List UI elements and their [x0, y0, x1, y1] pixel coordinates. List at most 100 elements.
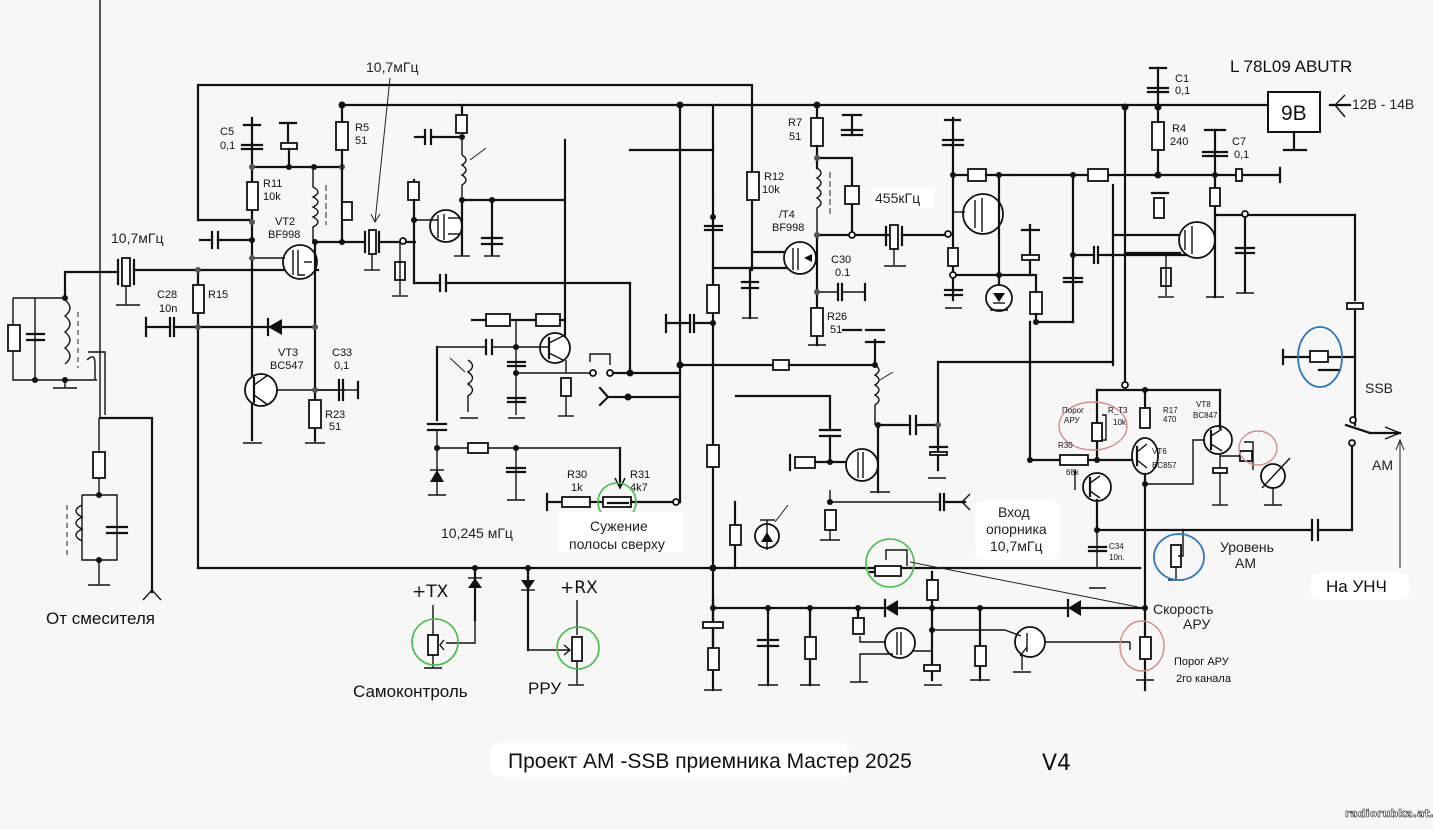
c5-value: 0,1 [220, 140, 235, 152]
vt4-ref: /T4 [779, 209, 795, 221]
from-mixer-label: От смесителя [46, 609, 155, 628]
mixer-mosfet-stage [407, 103, 632, 293]
tx-supply-label: +TX [412, 582, 449, 602]
agc2-label-line1: Порог АРУ [1174, 656, 1230, 668]
r15-resistor [192, 284, 205, 314]
agc-speed-label-line1: Скорость [1153, 601, 1213, 617]
agc-threshold-small-label1: Порог [1062, 406, 1084, 415]
r15-c28-group: R15 C28 10n [144, 267, 318, 570]
local-oscillator: 10,245 мГц [426, 138, 682, 541]
vt3-ref: VT3 [278, 347, 298, 359]
r11-ref: R11 [263, 178, 282, 190]
vt2-ref: VT2 [275, 216, 295, 228]
r12-resistor [746, 171, 760, 201]
filter1-freq-label: 10,7мГц [111, 230, 163, 246]
bandwidth-control: R30 1k R31 4k7 Сужение полосы сверху [545, 469, 683, 552]
r11-value: 10k [263, 191, 281, 203]
reference-input-label-line1: Вход [998, 504, 1030, 520]
c1-r4-group: C1 0,1 R4 240 C7 0,1 [1008, 66, 1282, 184]
c5-ref: C5 [220, 126, 234, 138]
detector-stage: SSB АМ На УНЧ [1111, 105, 1410, 600]
regulator-box [1267, 91, 1321, 133]
gain-controls: +TX +RX Самоконтроль РРУ [353, 565, 600, 701]
r7-value: 51 [789, 131, 801, 143]
am-level-label-line2: АМ [1235, 555, 1256, 571]
r7-resistor [810, 117, 824, 147]
r11-resistor [246, 181, 259, 211]
vt4-value: BF998 [772, 222, 804, 234]
r17-ref: R17 [1163, 406, 1178, 415]
r26-resistor [810, 307, 824, 337]
title-block: Проект АМ -SSB приемника Мастер 2025 V4 … [490, 742, 1433, 820]
filter2-freq-label: 10,7мГц [366, 59, 418, 75]
c34-value: 10п. [1109, 553, 1124, 562]
agc2-threshold-trimmer-marker [1119, 620, 1165, 672]
bandwidth-label-line1: Сужение [590, 518, 648, 534]
r31-value: 4k7 [630, 482, 648, 494]
version-mark: V4 [1042, 751, 1071, 776]
ssb-level-trimmer-marker [1297, 326, 1343, 388]
c33-value: 0,1 [334, 360, 349, 372]
if-amp-stage [941, 116, 1192, 325]
reference-input-stage: Вход опорника 10,7мГц [734, 328, 1115, 560]
r-t3-ref: R_T3 [1108, 406, 1128, 415]
r5-ref: R5 [355, 122, 369, 134]
r23-resistor [308, 399, 322, 429]
r26-ref: R26 [827, 311, 847, 323]
r30b-value: 68k [1066, 468, 1080, 477]
vt8-value: BC847 [1193, 411, 1218, 420]
am-level-trimmer-marker [1153, 533, 1205, 581]
r17-value: 470 [1163, 415, 1177, 424]
am-level-label-line1: Уровень [1220, 539, 1274, 555]
agc-threshold-trimmer-marker [1058, 401, 1128, 451]
agc-speed-label-line2: АРУ [1183, 616, 1210, 632]
vt8-ref: VT8 [1196, 400, 1211, 409]
vt4-stage: R12 10k /T4 BF998 R7 51 C30 0.1 [711, 103, 899, 347]
r30a-value: 1k [571, 482, 583, 494]
r30b-ref: R30 [1058, 441, 1073, 450]
regulator-part-label: L 78L09 ABUTR [1230, 57, 1352, 76]
r15-ref: R15 [208, 289, 228, 301]
regulator-output-label: 9В [1281, 102, 1307, 125]
c33-ref: C33 [332, 347, 352, 359]
supply-input-label: 12В - 14В [1352, 96, 1414, 112]
agc-bottom-chain: Скорость АРУ Порог АРУ 2го канала [702, 500, 1232, 692]
mode-am-label: АМ [1372, 457, 1393, 473]
am-meter-trimmer-marker [1238, 430, 1278, 466]
r4-value: 240 [1170, 136, 1188, 148]
self-monitor-trimmer-marker [411, 618, 459, 666]
local-osc-freq-label: 10,245 мГц [441, 525, 513, 541]
if-filter-freq-label: 455кГц [875, 190, 920, 206]
c28-value: 10n [159, 303, 177, 315]
vt2-value: BF998 [268, 229, 300, 241]
bandwidth-label-line2: полосы сверху [569, 536, 665, 552]
c30-ref: C30 [831, 254, 851, 266]
r4-resistor [1151, 121, 1165, 151]
reference-input-label-line3: 10,7мГц [990, 538, 1042, 554]
agc-section: Порог АРУ R_T3 10k R30 68k C34 10п. R17 … [1027, 320, 1291, 692]
manual-gain-label: РРУ [528, 679, 561, 698]
schematic-title: Проект АМ -SSB приемника Мастер 2025 [508, 750, 912, 773]
ceramic-filter-455: 455кГц [872, 188, 950, 267]
voltage-regulator: L 78L09 ABUTR 9В 12В - 14В [1230, 57, 1414, 152]
vt6-ref: VT6 [1152, 447, 1167, 456]
r31-ref: R31 [630, 469, 650, 481]
r12-value: 10k [762, 184, 780, 196]
manual-gain-trimmer-marker [556, 626, 600, 670]
vt3-stage: VT3 BC547 C33 0,1 R23 51 [243, 347, 360, 444]
watermark: radiorubka.at.ua [1345, 807, 1433, 820]
vt6-value: BC857 [1152, 461, 1177, 470]
agc2-label-line2: 2го канала [1176, 673, 1232, 685]
supply-rails [196, 83, 1352, 222]
agc-threshold-small-label2: АРУ [1064, 416, 1080, 425]
c1-ref: C1 [1175, 73, 1189, 85]
input-tank-circuit: От смесителя [7, 0, 162, 628]
c30-value: 0.1 [835, 267, 850, 279]
c28-ref: C28 [157, 289, 177, 301]
r23-ref: R23 [325, 409, 345, 421]
r23-value: 51 [329, 421, 341, 433]
r5-value: 51 [355, 135, 367, 147]
r26-value: 51 [830, 324, 842, 336]
mode-ssb-label: SSB [1365, 380, 1393, 396]
